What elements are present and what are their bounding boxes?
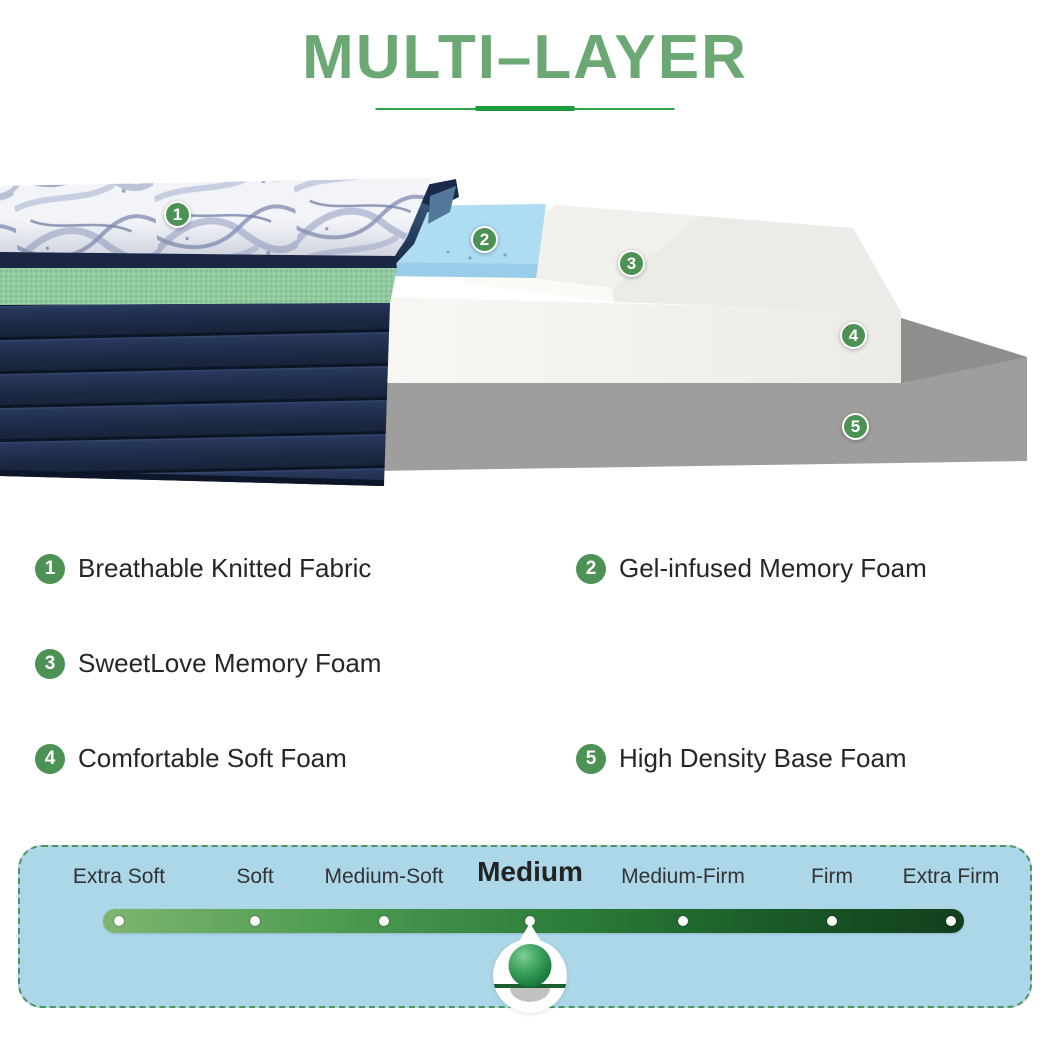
memory-foam-front-face (464, 270, 612, 302)
legend-item-1: 1 Breathable Knitted Fabric (35, 553, 371, 584)
legend-badge-4: 4 (35, 743, 65, 774)
side-green-band (0, 268, 397, 305)
firmness-dot-5 (827, 916, 837, 926)
firmness-dot-2 (379, 916, 389, 926)
gel-foam-front-face (383, 262, 538, 278)
firmness-dot-1 (250, 916, 260, 926)
knitted-fabric-shade (0, 178, 432, 256)
soft-foam-top-face (612, 216, 901, 312)
layer-badge-1: 1 (164, 201, 191, 228)
firmness-label-medium-firm: Medium-Firm (621, 865, 745, 888)
firmness-dot-0 (114, 916, 124, 926)
legend-label-1: Breathable Knitted Fabric (78, 553, 372, 583)
firmness-label-medium-selected: Medium (477, 856, 583, 887)
firmness-marker-sag-shadow (510, 988, 550, 1002)
legend-label-4: Comfortable Soft Foam (78, 743, 347, 773)
side-navy-trim (0, 252, 397, 268)
layer-badge-3: 3 (618, 250, 645, 277)
layer-badge-4: 4 (840, 322, 867, 349)
legend-label-2: Gel-infused Memory Foam (619, 553, 927, 583)
legend-badge-2: 2 (576, 553, 606, 584)
gel-foam-speckles (446, 250, 507, 260)
legend-badge-1: 1 (35, 553, 65, 584)
firmness-dot-3 (525, 916, 535, 926)
firmness-dot-6 (946, 916, 956, 926)
legend-label-3: SweetLove Memory Foam (78, 648, 382, 678)
cover-flap-slate (428, 186, 456, 224)
firmness-marker-balloon (493, 939, 567, 1013)
legend-item-2: 2 Gel-infused Memory Foam (576, 553, 927, 584)
firmness-dot-4 (678, 916, 688, 926)
firmness-marker-ball-icon (508, 944, 552, 987)
legend-item-4: 4 Comfortable Soft Foam (35, 743, 347, 774)
legend-badge-3: 3 (35, 648, 65, 679)
firmness-scale-panel: Extra Soft Soft Medium-Soft Medium Mediu… (18, 845, 1032, 1013)
firmness-label-extra-soft: Extra Soft (72, 865, 166, 888)
legend-item-5: 5 High Density Base Foam (576, 743, 907, 774)
legend-label-5: High Density Base Foam (619, 743, 907, 773)
firmness-label-extra-firm: Extra Firm (902, 865, 1000, 888)
legend-item-3: 3 SweetLove Memory Foam (35, 648, 381, 679)
base-foam-bevel (901, 318, 1027, 383)
legend-badge-5: 5 (576, 743, 606, 774)
page-title: MULTI–LAYER (302, 23, 748, 92)
underline-thick-center (475, 106, 575, 111)
mattress-layers-illustration (0, 178, 1027, 486)
firmness-marker-pointer (518, 923, 542, 943)
firmness-label-soft: Soft (236, 865, 274, 888)
layer-badge-2: 2 (471, 226, 498, 253)
title-underline (375, 106, 675, 111)
firmness-label-firm: Firm (811, 865, 853, 888)
side-navy-body (0, 303, 390, 486)
underline-thin-right (574, 107, 675, 110)
underline-thin-left (375, 107, 476, 110)
side-navy-bottom-edge (0, 470, 384, 486)
soft-foam-front-face (386, 297, 901, 383)
layer-badge-5: 5 (842, 413, 869, 440)
firmness-label-medium-soft: Medium-Soft (324, 865, 444, 888)
